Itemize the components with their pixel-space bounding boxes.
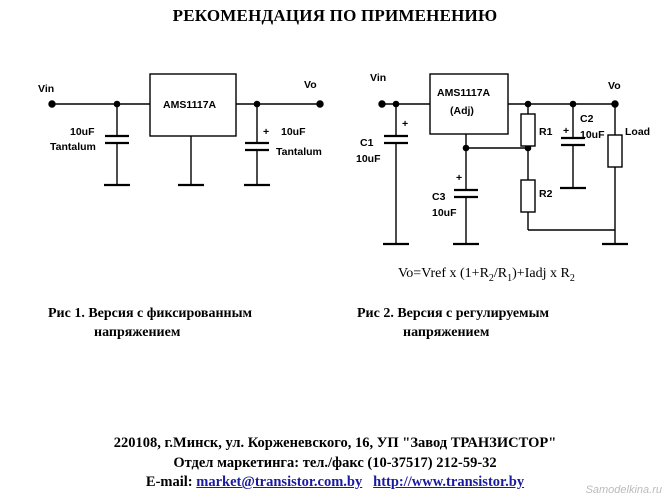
fig2-c3-name: C3: [432, 191, 446, 203]
fig1-caption-line1: Рис 1. Версия с фиксированным: [48, 306, 253, 321]
fig2-c2-plus: +: [563, 125, 569, 137]
fig1-vo-label: Vo: [304, 79, 317, 91]
fig1-vin-terminal: [48, 100, 56, 108]
fig2-r2-label: R2: [539, 188, 553, 200]
fig2-c3-capacitor: [453, 148, 479, 246]
fig2-chip-adj-label: (Adj): [450, 105, 474, 117]
fig2-caption: Рис 2. Версия с регулируемым напряжением: [357, 304, 549, 342]
fig1-caption: Рис 1. Версия с фиксированным напряжение…: [48, 304, 252, 342]
fig2-r1-resistor: [520, 104, 536, 150]
website-link[interactable]: http://www.transistor.by: [373, 474, 525, 490]
fig2-c1-capacitor: [383, 104, 409, 246]
fig2-c1-name: C1: [360, 137, 374, 149]
footer-address: 220108, г.Минск, ул. Корженевского, 16, …: [113, 435, 557, 451]
fig2-c2-value: 10uF: [580, 129, 605, 141]
fig1-cin-type: Tantalum: [50, 141, 96, 153]
fig1-regulator-chip: [149, 73, 237, 137]
watermark: Samodelkina.ru: [585, 484, 662, 496]
fig1-cin-value: 10uF: [70, 126, 95, 138]
fig2-vin-terminal: [378, 100, 386, 108]
footer-contacts: E-mail: market@transistor.com.by http://…: [0, 473, 670, 493]
fig2-c2-name: C2: [580, 113, 594, 125]
fig1-output-capacitor: [244, 104, 270, 187]
fig2-vin-label: Vin: [370, 72, 386, 84]
fig1-cout-plus: +: [263, 126, 269, 138]
fig1-schematic: [48, 73, 324, 187]
fig2-caption-line2: напряжением: [403, 325, 490, 340]
fig2-c1-plus: +: [402, 118, 408, 130]
fig1-cout-type: Tantalum: [276, 146, 322, 158]
footer: 220108, г.Минск, ул. Корженевского, 16, …: [0, 434, 670, 493]
fig2-regulator-chip: [429, 73, 509, 135]
fig1-vin-label: Vin: [38, 83, 54, 95]
fig2-r1-label: R1: [539, 126, 553, 138]
fig2-c2-capacitor: [560, 104, 586, 190]
circuit-diagrams: Vin Vo AMS1117A 10uF Tantalum + 10uF Tan…: [38, 72, 650, 284]
fig1-input-capacitor: [104, 104, 130, 187]
fig2-load-label: Load: [625, 126, 650, 138]
fig2-schematic: [378, 73, 628, 246]
fig2-chip-label: AMS1117A: [437, 87, 491, 99]
fig1-chip-label: AMS1117A: [163, 99, 217, 111]
fig2-r2-resistor: [520, 148, 615, 231]
fig2-vo-label: Vo: [608, 80, 621, 92]
fig2-c1-value: 10uF: [356, 153, 381, 165]
email-label: E-mail:: [145, 474, 193, 490]
page-title: РЕКОМЕНДАЦИЯ ПО ПРИМЕНЕНИЮ: [172, 6, 498, 25]
fig2-formula: Vo=Vref x (1+R2/R1)+Iadj x R2: [398, 266, 575, 284]
email-link[interactable]: market@transistor.com.by: [196, 474, 363, 490]
fig1-vo-terminal: [316, 100, 324, 108]
footer-marketing: Отдел маркетинга: тел./факс (10-37517) 2…: [173, 454, 497, 471]
fig2-c3-value: 10uF: [432, 207, 457, 219]
fig1-caption-line2: напряжением: [94, 325, 181, 340]
fig2-caption-line1: Рис 2. Версия с регулируемым: [357, 306, 550, 321]
fig1-cout-value: 10uF: [281, 126, 306, 138]
fig2-c3-plus: +: [456, 172, 462, 184]
fig2-load-resistor: [602, 104, 628, 246]
